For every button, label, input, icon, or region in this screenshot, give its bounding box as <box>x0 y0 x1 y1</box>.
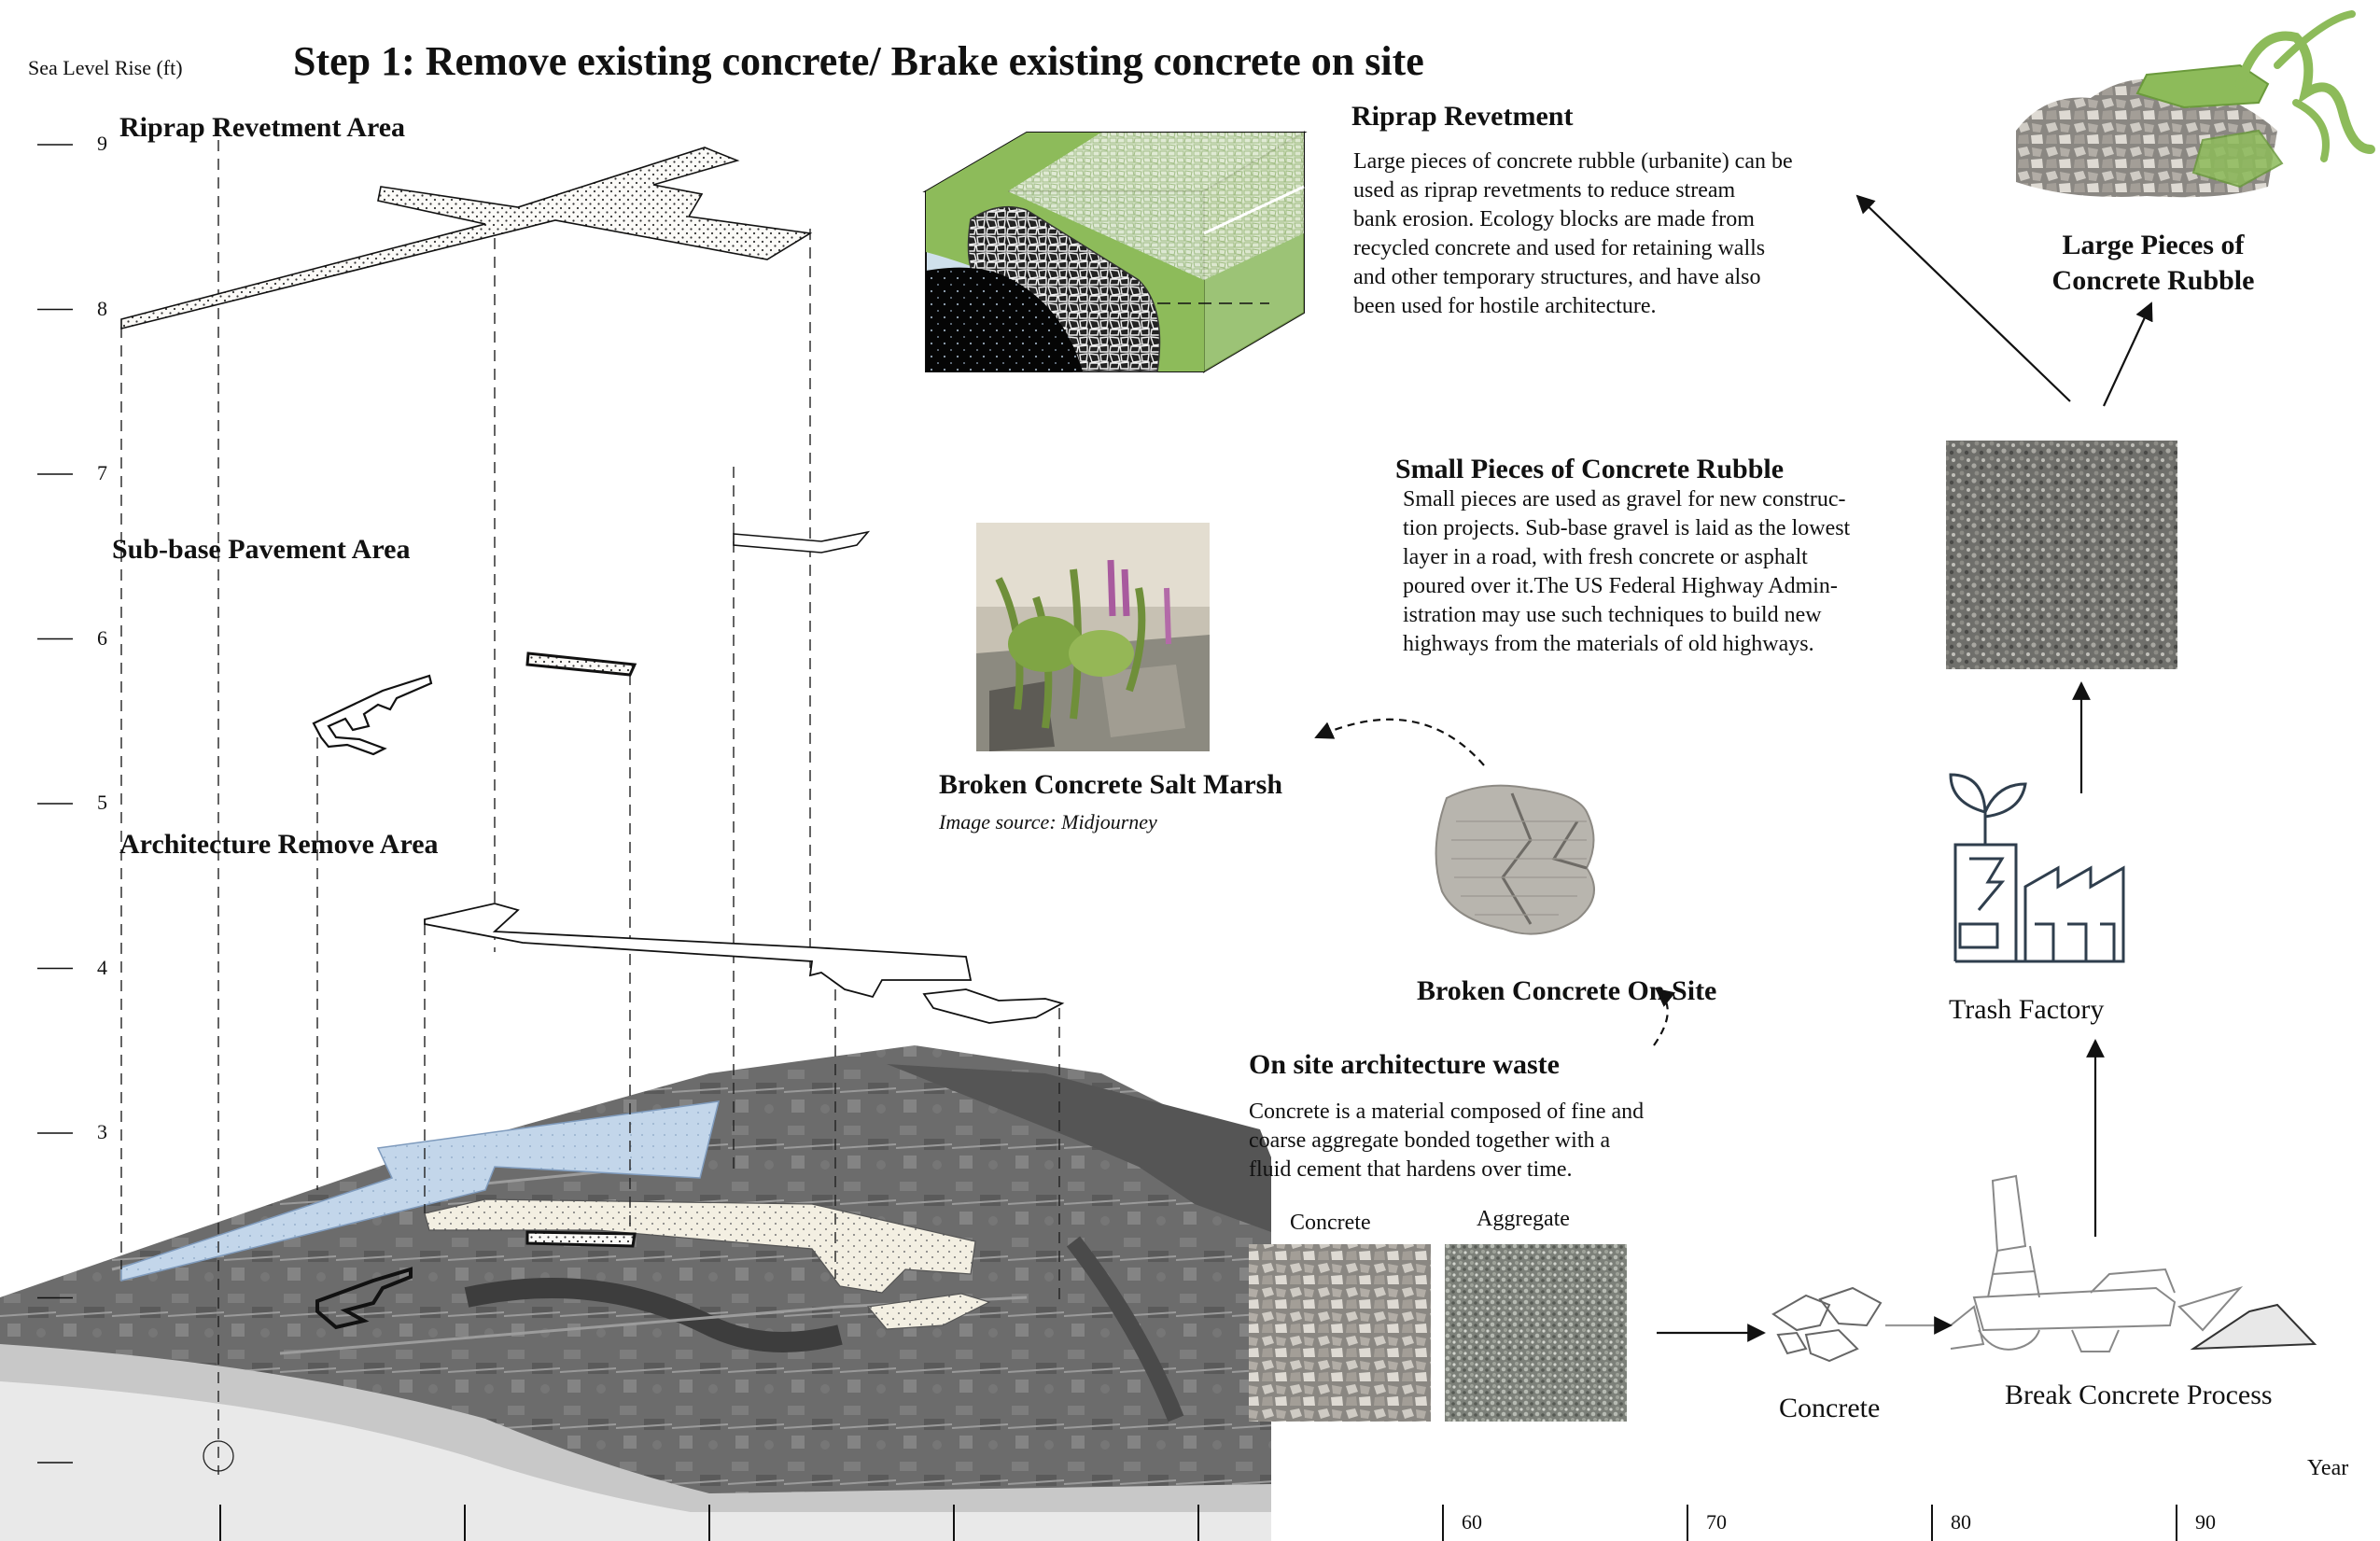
riprap-revetment-heading: Riprap Revetment <box>1351 101 1574 132</box>
salt-marsh-caption: Broken Concrete Salt Marsh <box>939 769 1283 800</box>
aggregate-pile <box>2190 1303 2317 1351</box>
y-tick-label: 5 <box>97 791 107 814</box>
salt-marsh-source: Image source: Midjourney <box>939 810 1157 834</box>
aggregate-image <box>1445 1244 1627 1422</box>
break-concrete-machine <box>1950 1174 2244 1352</box>
architecture-shape-2 <box>922 988 1065 1024</box>
projection-lines <box>120 121 1060 1475</box>
broken-concrete-image <box>1435 784 1595 935</box>
x-tick-label: 80 <box>1951 1510 1971 1534</box>
subbase-shape-2 <box>525 651 637 677</box>
riprap-area-label: Riprap Revetment Area <box>119 112 406 143</box>
aerial-site-map <box>0 1045 1271 1541</box>
subbase-overlay <box>525 1230 637 1248</box>
aggregate-image-label: Aggregate <box>1477 1207 1570 1231</box>
y-tick-label: 6 <box>97 625 107 650</box>
y-tick-label: 8 <box>97 296 107 320</box>
onsite-waste-text: Concrete is a material composed of fine … <box>1249 1100 1645 1182</box>
subbase-overlay-2 <box>315 1267 413 1330</box>
riprap-area-shape <box>120 147 813 330</box>
subbase-shape-3 <box>312 674 433 756</box>
small-rubble-heading: Small Pieces of Concrete Rubble <box>1395 454 1785 484</box>
break-process-label: Break Concrete Process <box>2005 1380 2273 1410</box>
small-rubble-image <box>1946 441 2177 669</box>
large-rubble-label: Large Pieces of Concrete Rubble <box>2051 230 2255 296</box>
concrete-pieces-drawing <box>1771 1286 1883 1363</box>
architecture-area-label: Architecture Remove Area <box>119 829 439 860</box>
y-axis-title: Sea Level Rise (ft) <box>28 56 183 79</box>
salt-marsh-image <box>976 523 1210 751</box>
architecture-overlay-2 <box>866 1293 991 1330</box>
y-tick-label: 7 <box>97 461 107 484</box>
process-arrows <box>1314 194 2153 1342</box>
trash-factory-icon <box>1949 773 2125 963</box>
x-tick-label: 90 <box>2195 1510 2216 1534</box>
y-tick-label: 3 <box>97 1120 107 1143</box>
concrete-process-label: Concrete <box>1779 1393 1881 1423</box>
y-tick-label: 9 <box>97 132 107 155</box>
architecture-shape-1 <box>424 903 973 999</box>
x-tick-label: 60 <box>1462 1510 1482 1534</box>
x-tick-label: 70 <box>1706 1510 1727 1534</box>
concrete-image-label: Concrete <box>1290 1211 1371 1235</box>
subbase-area-label: Sub-base Pavement Area <box>112 534 411 565</box>
axis-origin-marker <box>203 1440 234 1472</box>
riprap-overlay <box>120 1100 720 1282</box>
onsite-waste-heading: On site architecture waste <box>1249 1049 1560 1080</box>
riprap-revetment-text: Large pieces of concrete rubble (urbanit… <box>1353 149 1793 318</box>
x-axis-title: Year <box>2307 1456 2349 1480</box>
large-rubble-image <box>2016 10 2375 198</box>
trash-factory-label: Trash Factory <box>1949 994 2105 1025</box>
page-title: Step 1: Remove existing concrete/ Brake … <box>293 38 1424 84</box>
riprap-block-diagram <box>922 131 1308 373</box>
subbase-shape-1 <box>733 530 871 553</box>
architecture-overlay <box>424 1198 976 1294</box>
concrete-image <box>1249 1244 1431 1422</box>
small-rubble-text: Small pieces are used as gravel for new … <box>1403 487 1851 656</box>
broken-on-site-label: Broken Concrete On Site <box>1417 975 1717 1006</box>
y-tick-label: 4 <box>97 955 107 979</box>
